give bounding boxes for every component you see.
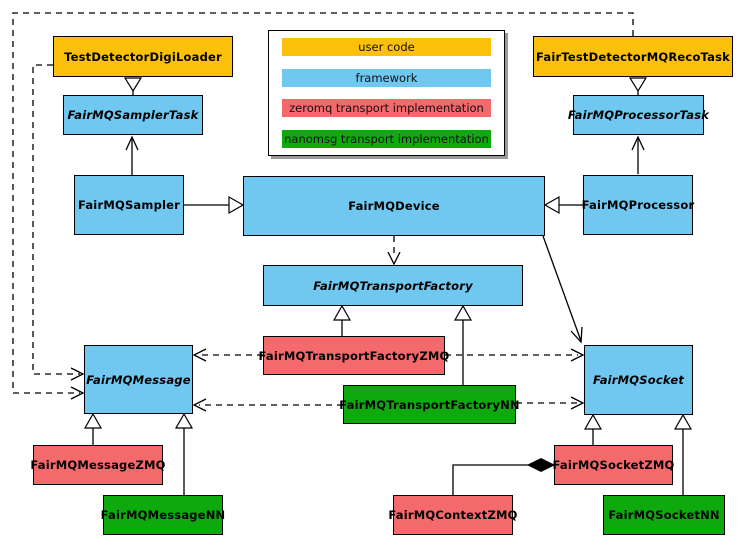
- node-fairmqsocket: FairMQSocket: [584, 345, 693, 415]
- legend: user code framework zeromq transport imp…: [268, 30, 505, 156]
- node-label: FairMQSocketNN: [608, 508, 720, 522]
- node-fairmqprocessor: FairMQProcessor: [581, 175, 695, 235]
- legend-label: zeromq transport implementation: [289, 101, 484, 116]
- node-label: FairMQSampler: [77, 198, 181, 212]
- node-fairtestdetectormqrecotask: FairTestDetectorMQRecoTask: [533, 36, 733, 77]
- node-label: FairMQSocketZMQ: [552, 458, 675, 472]
- node-testdetectordigiloader: TestDetectorDigiLoader: [53, 36, 233, 77]
- edge-processor-processortask: [631, 135, 645, 174]
- legend-item-nanomsg: nanomsg transport implementation: [282, 129, 491, 148]
- edge-device-transportfactory: [387, 236, 401, 266]
- edge-digiloader-message: [32, 64, 85, 381]
- legend-label: framework: [355, 70, 418, 85]
- node-fairmqsamplertask: FairMQSamplerTask: [63, 95, 203, 135]
- node-label: TestDetectorDigiLoader: [64, 49, 222, 64]
- node-label: FairMQMessage: [86, 372, 191, 387]
- edge-tfnn-socket: [516, 396, 585, 410]
- node-label: FairMQTransportFactoryNN: [339, 397, 520, 412]
- edge-device-socket: [542, 235, 583, 344]
- node-label: FairMQContextZMQ: [388, 508, 518, 522]
- node-fairmqprocessortask: FairMQProcessorTask: [568, 95, 709, 135]
- edge-sampler-samplertask: [125, 135, 139, 175]
- edge-inherit-tfzmq-transportfactory: [332, 304, 352, 336]
- node-fairmqsampler: FairMQSampler: [74, 175, 184, 235]
- node-fairmqcontextzmq: FairMQContextZMQ: [388, 495, 517, 535]
- node-label: FairTestDetectorMQRecoTask: [536, 49, 730, 64]
- edge-tfzmq-socket: [445, 348, 585, 362]
- node-label: FairMQProcessorTask: [567, 108, 710, 122]
- edge-inherit-processor-device: [543, 195, 583, 215]
- node-label: FairMQProcessor: [581, 198, 695, 212]
- node-fairmqdevice: FairMQDevice: [243, 176, 545, 236]
- legend-item-zeromq: zeromq transport implementation: [282, 99, 491, 118]
- edge-inherit-messagenn-message: [174, 412, 194, 495]
- legend-label: user code: [358, 40, 415, 54]
- node-label: FairMQMessageZMQ: [30, 458, 166, 472]
- edge-inherit-sampler-device: [184, 195, 245, 215]
- edge-inherit-socketzmq-socket: [583, 413, 603, 445]
- node-label: FairMQDevice: [348, 199, 440, 213]
- node-fairmqtransportfactory: FairMQTransportFactory: [263, 265, 523, 306]
- node-fairmqmessagezmq: FairMQMessageZMQ: [30, 445, 166, 485]
- edge-tfzmq-message: [192, 348, 263, 362]
- edge-recotask-message: [12, 12, 634, 400]
- legend-item-framework: framework: [282, 68, 491, 87]
- node-fairmqtransportfactorynn: FairMQTransportFactoryNN: [339, 385, 520, 424]
- node-fairmqtransportfactoryzmq: FairMQTransportFactoryZMQ: [259, 336, 449, 375]
- edge-composition-contextzmq-socketzmq: [452, 457, 556, 495]
- edge-inherit-tfnn-transportfactory: [453, 304, 473, 385]
- legend-label: nanomsg transport implementation: [284, 131, 489, 146]
- node-fairmqsocketnn: FairMQSocketNN: [603, 495, 725, 535]
- edge-tfnn-message: [192, 398, 343, 412]
- node-fairmqsocketzmq: FairMQSocketZMQ: [552, 445, 675, 485]
- legend-item-user-code: user code: [282, 38, 491, 56]
- node-label: FairMQTransportFactory: [313, 278, 473, 293]
- node-label: FairMQSamplerTask: [67, 108, 199, 122]
- node-label: FairMQMessageNN: [100, 508, 226, 522]
- edge-inherit-digiloader-samplertask: [123, 77, 143, 95]
- edge-inherit-messagezmq-message: [83, 412, 103, 445]
- node-fairmqmessagenn: FairMQMessageNN: [100, 495, 226, 535]
- node-label: FairMQTransportFactoryZMQ: [258, 348, 450, 363]
- edge-inherit-recotask-processortask: [628, 77, 648, 95]
- edge-inherit-socketnn-socket: [673, 413, 693, 495]
- node-fairmqmessage: FairMQMessage: [84, 345, 193, 414]
- node-label: FairMQSocket: [592, 373, 685, 387]
